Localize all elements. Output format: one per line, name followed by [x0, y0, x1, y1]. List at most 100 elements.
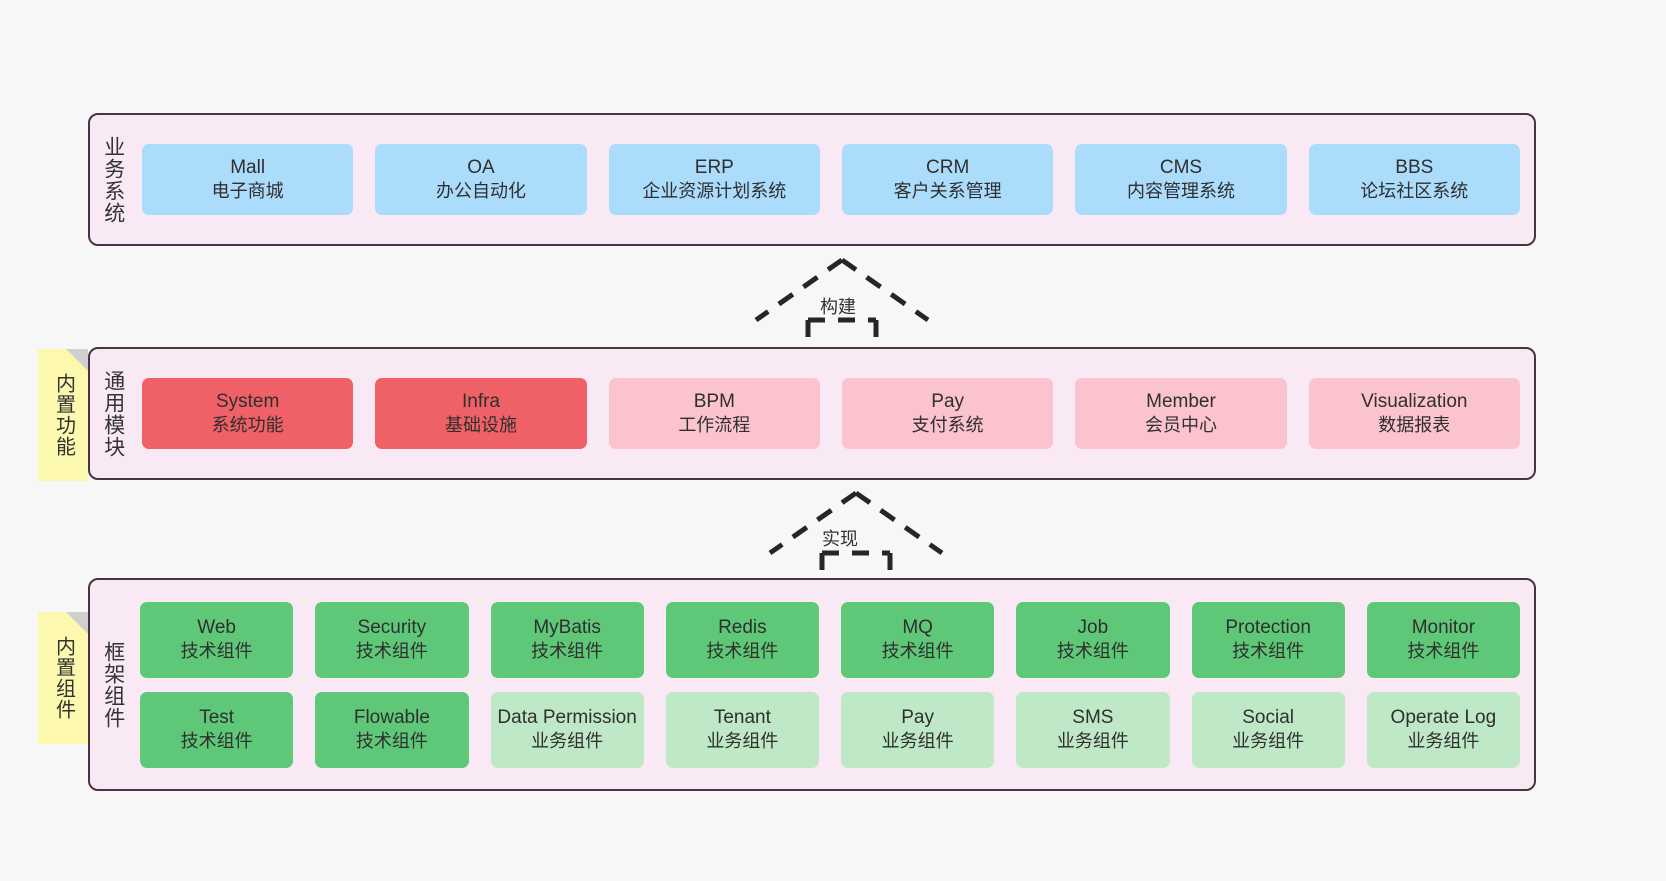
layer-modules-row: System 系统功能 Infra 基础设施 BPM 工作流程 Pay 支付系统… [142, 378, 1520, 449]
box-crm-en: CRM [926, 157, 970, 179]
box-web-cn: 技术组件 [180, 641, 253, 662]
box-job-cn: 技术组件 [1056, 641, 1129, 662]
box-protection[interactable]: Protection 技术组件 [1191, 601, 1345, 678]
box-security-en: Security [357, 617, 427, 639]
box-operate-log[interactable]: Operate Log 业务组件 [1366, 691, 1520, 768]
box-infra[interactable]: Infra 基础设施 [375, 378, 587, 449]
box-redis-en: Redis [718, 617, 767, 639]
box-cms-en: CMS [1159, 157, 1203, 179]
layer-modules-body: System 系统功能 Infra 基础设施 BPM 工作流程 Pay 支付系统… [136, 349, 1534, 478]
sticky-note-builtin-features: 内置功能 [38, 349, 88, 481]
box-visualization[interactable]: Visualization 数据报表 [1308, 378, 1520, 449]
box-oa-cn: 办公自动化 [435, 181, 526, 202]
box-bpm-en: BPM [693, 391, 735, 413]
box-mall-en: Mall [230, 157, 266, 179]
box-social-cn: 业务组件 [1232, 731, 1305, 752]
box-mybatis-cn: 技术组件 [531, 641, 604, 662]
box-data-permission[interactable]: Data Permission 业务组件 [490, 691, 644, 768]
box-crm-cn: 客户关系管理 [893, 181, 1002, 202]
box-operate-log-cn: 业务组件 [1407, 731, 1480, 752]
box-protection-en: Protection [1225, 617, 1311, 639]
box-flowable-cn: 技术组件 [355, 731, 428, 752]
box-bbs-cn: 论坛社区系统 [1360, 181, 1469, 202]
box-web[interactable]: Web 技术组件 [140, 601, 294, 678]
box-social[interactable]: Social 业务组件 [1191, 691, 1345, 768]
box-data-permission-cn: 业务组件 [531, 731, 604, 752]
layer-framework-row-business: Test 技术组件 Flowable 技术组件 Data Permission … [140, 691, 1520, 768]
layer-common-modules: 通用模块 System 系统功能 Infra 基础设施 BPM 工作流程 Pay… [88, 347, 1536, 480]
box-infra-en: Infra [461, 391, 500, 413]
box-pay-component-en: Pay [901, 707, 934, 729]
box-tenant[interactable]: Tenant 业务组件 [665, 691, 819, 768]
box-erp-cn: 企业资源计划系统 [642, 181, 787, 202]
box-mq-en: MQ [902, 617, 933, 639]
box-test-en: Test [199, 707, 235, 729]
box-member-cn: 会员中心 [1144, 415, 1217, 436]
box-security[interactable]: Security 技术组件 [315, 601, 469, 678]
box-job[interactable]: Job 技术组件 [1016, 601, 1170, 678]
box-cms-cn: 内容管理系统 [1126, 181, 1235, 202]
layer-modules-title: 通用模块 [101, 369, 125, 458]
box-pay-component-cn: 业务组件 [881, 731, 954, 752]
box-pay-module-en: Pay [931, 391, 965, 413]
box-bbs[interactable]: BBS 论坛社区系统 [1308, 144, 1520, 215]
box-member-en: Member [1146, 391, 1216, 413]
box-erp-en: ERP [694, 157, 734, 179]
box-data-permission-en: Data Permission [497, 707, 637, 729]
box-bpm[interactable]: BPM 工作流程 [608, 378, 820, 449]
box-system-cn: 系统功能 [211, 415, 284, 436]
box-member[interactable]: Member 会员中心 [1075, 378, 1287, 449]
layer-business-systems: 业务系统 Mall 电子商城 OA 办公自动化 ERP 企业资源计划系统 CRM… [88, 113, 1536, 246]
box-mq[interactable]: MQ 技术组件 [841, 601, 995, 678]
box-redis-cn: 技术组件 [706, 641, 779, 662]
box-crm[interactable]: CRM 客户关系管理 [841, 144, 1054, 215]
box-oa[interactable]: OA 办公自动化 [375, 144, 587, 215]
layer-framework-components: 框架组件 Web 技术组件 Security 技术组件 MyBatis 技术组件… [88, 578, 1536, 791]
box-bbs-en: BBS [1395, 157, 1434, 179]
box-system-en: System [215, 391, 280, 413]
box-oa-en: OA [467, 157, 495, 179]
box-sms-en: SMS [1072, 707, 1114, 729]
box-pay-module-cn: 支付系统 [911, 415, 984, 436]
box-mybatis[interactable]: MyBatis 技术组件 [490, 601, 644, 678]
layer-framework-row-tech: Web 技术组件 Security 技术组件 MyBatis 技术组件 Redi… [140, 601, 1520, 678]
box-sms-cn: 业务组件 [1056, 731, 1129, 752]
box-cms[interactable]: CMS 内容管理系统 [1075, 144, 1287, 215]
box-visualization-cn: 数据报表 [1378, 415, 1451, 436]
box-pay-module[interactable]: Pay 支付系统 [841, 378, 1054, 449]
box-bpm-cn: 工作流程 [678, 415, 751, 436]
layer-business-row: Mall 电子商城 OA 办公自动化 ERP 企业资源计划系统 CRM 客户关系… [142, 144, 1520, 215]
box-tenant-cn: 业务组件 [706, 731, 779, 752]
box-social-en: Social [1242, 707, 1294, 729]
box-sms[interactable]: SMS 业务组件 [1016, 691, 1170, 768]
box-redis[interactable]: Redis 技术组件 [665, 601, 819, 678]
box-visualization-en: Visualization [1361, 391, 1468, 413]
box-protection-cn: 技术组件 [1232, 641, 1305, 662]
box-mall[interactable]: Mall 电子商城 [142, 144, 354, 215]
sticky-note-builtin-components: 内置组件 [38, 612, 88, 744]
box-mq-cn: 技术组件 [881, 641, 954, 662]
connector-build-label: 构建 [820, 297, 856, 317]
box-tenant-en: Tenant [713, 707, 771, 729]
layer-business-body: Mall 电子商城 OA 办公自动化 ERP 企业资源计划系统 CRM 客户关系… [136, 115, 1534, 244]
layer-framework-title: 框架组件 [101, 640, 125, 729]
box-mall-cn: 电子商城 [211, 181, 284, 202]
box-monitor-cn: 技术组件 [1407, 641, 1480, 662]
box-flowable-en: Flowable [353, 707, 430, 729]
box-infra-cn: 基础设施 [444, 415, 517, 436]
connector-implement-label: 实现 [822, 529, 858, 549]
box-flowable[interactable]: Flowable 技术组件 [315, 691, 469, 768]
box-web-en: Web [197, 617, 236, 639]
box-monitor[interactable]: Monitor 技术组件 [1366, 601, 1520, 678]
box-monitor-en: Monitor [1411, 617, 1476, 639]
box-erp[interactable]: ERP 企业资源计划系统 [608, 144, 820, 215]
layer-business-title: 业务系统 [101, 135, 125, 224]
box-security-cn: 技术组件 [355, 641, 428, 662]
box-operate-log-en: Operate Log [1390, 707, 1497, 729]
box-test-cn: 技术组件 [180, 731, 253, 752]
box-system[interactable]: System 系统功能 [142, 378, 354, 449]
box-test[interactable]: Test 技术组件 [140, 691, 294, 768]
box-job-en: Job [1077, 617, 1109, 639]
box-pay-component[interactable]: Pay 业务组件 [841, 691, 995, 768]
